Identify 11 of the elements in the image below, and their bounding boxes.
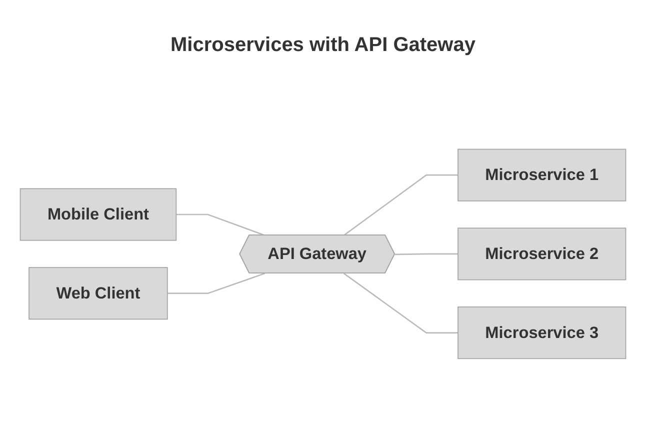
node-box: Mobile Client — [20, 188, 177, 241]
node-box: Microservice 1 — [458, 148, 626, 202]
connector — [395, 253, 458, 256]
node-box: Microservice 3 — [458, 306, 626, 360]
connector — [343, 174, 458, 236]
connector — [167, 272, 266, 294]
connector — [176, 214, 266, 236]
node-box: Web Client — [28, 267, 168, 320]
node-box: Microservice 2 — [458, 228, 626, 280]
diagram-title: Microservices with API Gateway — [170, 34, 476, 57]
connector — [343, 272, 458, 334]
